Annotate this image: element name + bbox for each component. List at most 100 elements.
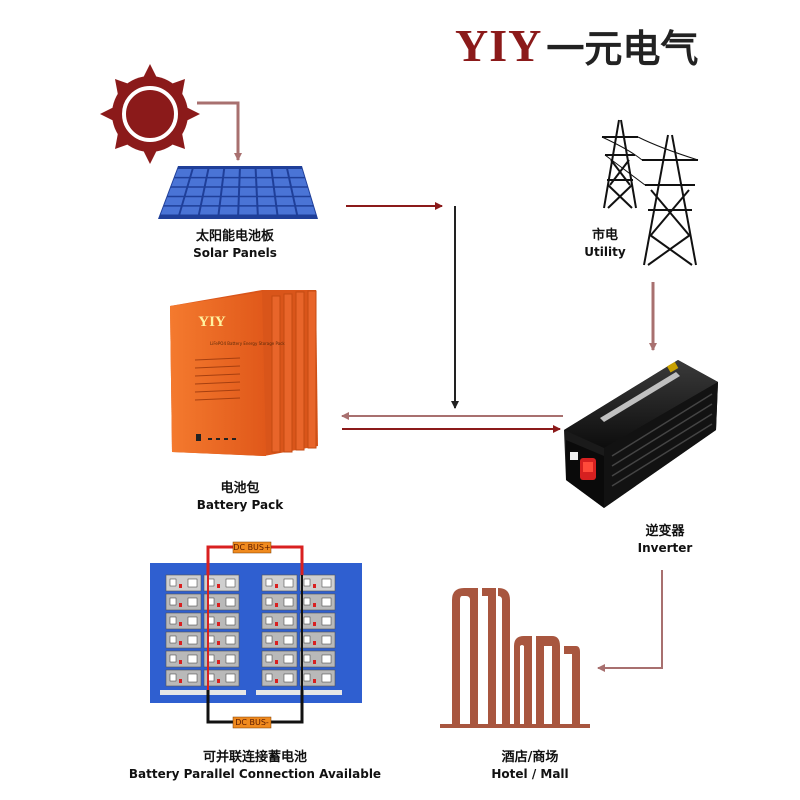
solar-cell <box>272 169 288 177</box>
battery-pack-icon: YIY LiFePO4 Battery Energy Storage Pack <box>170 290 318 456</box>
module-switch <box>265 616 273 625</box>
module-display <box>283 597 294 607</box>
module-display <box>321 673 332 683</box>
module-display <box>283 654 294 664</box>
module-display <box>283 635 294 645</box>
hotel-label-en: Hotel / Mall <box>491 767 569 781</box>
module-switch <box>303 635 311 644</box>
module-display <box>321 654 332 664</box>
battery-logo: YIY <box>198 314 226 330</box>
solar-cell <box>164 197 184 206</box>
solar-cell <box>185 187 204 196</box>
module-switch <box>169 654 177 663</box>
module-display <box>187 597 198 607</box>
svg-text:LiFePO4 Battery Energy Storage: LiFePO4 Battery Energy Storage Pack <box>210 341 285 346</box>
module-switch <box>303 616 311 625</box>
module-switch <box>265 673 273 682</box>
parallel-battery-label: 可并联连接蓄电池 Battery Parallel Connection Ava… <box>120 750 390 782</box>
solar-cell <box>276 197 294 206</box>
module-led <box>217 584 220 588</box>
module-led <box>313 679 316 683</box>
solar-panel-icon <box>158 166 318 219</box>
sun-icon <box>100 64 200 164</box>
solar-cell <box>171 178 189 187</box>
module-led <box>179 660 182 664</box>
solar-cell <box>239 206 257 215</box>
inverter-icon <box>564 360 718 508</box>
utility-label: 市电 Utility <box>570 228 640 260</box>
brand-chinese: 一元电气 <box>546 26 699 71</box>
solar-label-cn: 太阳能电池板 <box>195 229 274 244</box>
solar-cell <box>292 187 310 196</box>
module-display <box>225 673 236 683</box>
module-led <box>217 679 220 683</box>
module-switch <box>169 597 177 606</box>
solar-cell <box>219 206 238 215</box>
module-display <box>225 635 236 645</box>
module-led <box>313 603 316 607</box>
utility-tower-icon <box>601 119 699 266</box>
module-display <box>225 578 236 588</box>
dc-bus-positive-label: DC BUS+ <box>233 543 270 552</box>
solar-cell <box>201 197 220 206</box>
sun-to-panel-arrow <box>197 101 242 161</box>
module-display <box>283 578 294 588</box>
module-led <box>275 660 278 664</box>
module-switch <box>265 597 273 606</box>
inverter-label-en: Inverter <box>637 541 693 555</box>
solar-label: 太阳能电池板 Solar Panels <box>160 229 310 261</box>
solar-cell <box>240 169 256 177</box>
solar-cell <box>221 187 239 196</box>
module-led <box>179 603 182 607</box>
module-switch <box>169 635 177 644</box>
parallel-battery-label-cn: 可并联连接蓄电池 <box>202 750 307 765</box>
solar-cell <box>288 169 305 177</box>
battery-pack-label-cn: 电池包 <box>220 481 260 496</box>
solar-cell <box>239 197 257 206</box>
solar-cell <box>257 178 273 187</box>
module-switch <box>303 597 311 606</box>
battery-small-text: LiFePO4 Battery Energy Storage Pack <box>210 341 285 346</box>
module-led <box>275 641 278 645</box>
solar-cell <box>188 178 206 187</box>
module-switch <box>303 673 311 682</box>
module-led <box>217 660 220 664</box>
solar-cell <box>257 187 274 196</box>
module-switch <box>169 616 177 625</box>
module-led <box>313 622 316 626</box>
module-display <box>321 597 332 607</box>
module-led <box>179 679 182 683</box>
solar-cell <box>220 197 238 206</box>
parallel-battery-label-en: Battery Parallel Connection Available <box>128 767 382 781</box>
inverter-label: 逆变器 Inverter <box>620 524 710 556</box>
solar-cell <box>207 169 224 177</box>
module-led <box>217 603 220 607</box>
solar-cell <box>223 178 239 187</box>
solar-cell <box>273 178 290 187</box>
solar-cell <box>205 178 222 187</box>
solar-cell <box>256 169 272 177</box>
solar-cell <box>277 206 297 215</box>
solar-label-en: Solar Panels <box>193 246 277 260</box>
module-display <box>321 616 332 626</box>
module-led <box>275 603 278 607</box>
solar-cell <box>258 206 277 215</box>
solar-cell <box>174 169 192 177</box>
module-display <box>187 616 198 626</box>
solar-cell <box>224 169 239 177</box>
battery-pack-label: 电池包 Battery Pack <box>180 481 300 513</box>
solar-cell <box>257 197 276 206</box>
brand-latin: YIY <box>455 19 543 71</box>
module-led <box>179 584 182 588</box>
module-display <box>225 654 236 664</box>
solar-cell <box>180 206 200 215</box>
module-led <box>217 622 220 626</box>
module-led <box>313 641 316 645</box>
solar-cell <box>167 187 187 196</box>
hotel-building-icon <box>440 588 590 728</box>
battery-pack-label-en: Battery Pack <box>196 498 284 512</box>
module-display <box>187 673 198 683</box>
solar-cell <box>203 187 221 196</box>
module-led <box>275 622 278 626</box>
